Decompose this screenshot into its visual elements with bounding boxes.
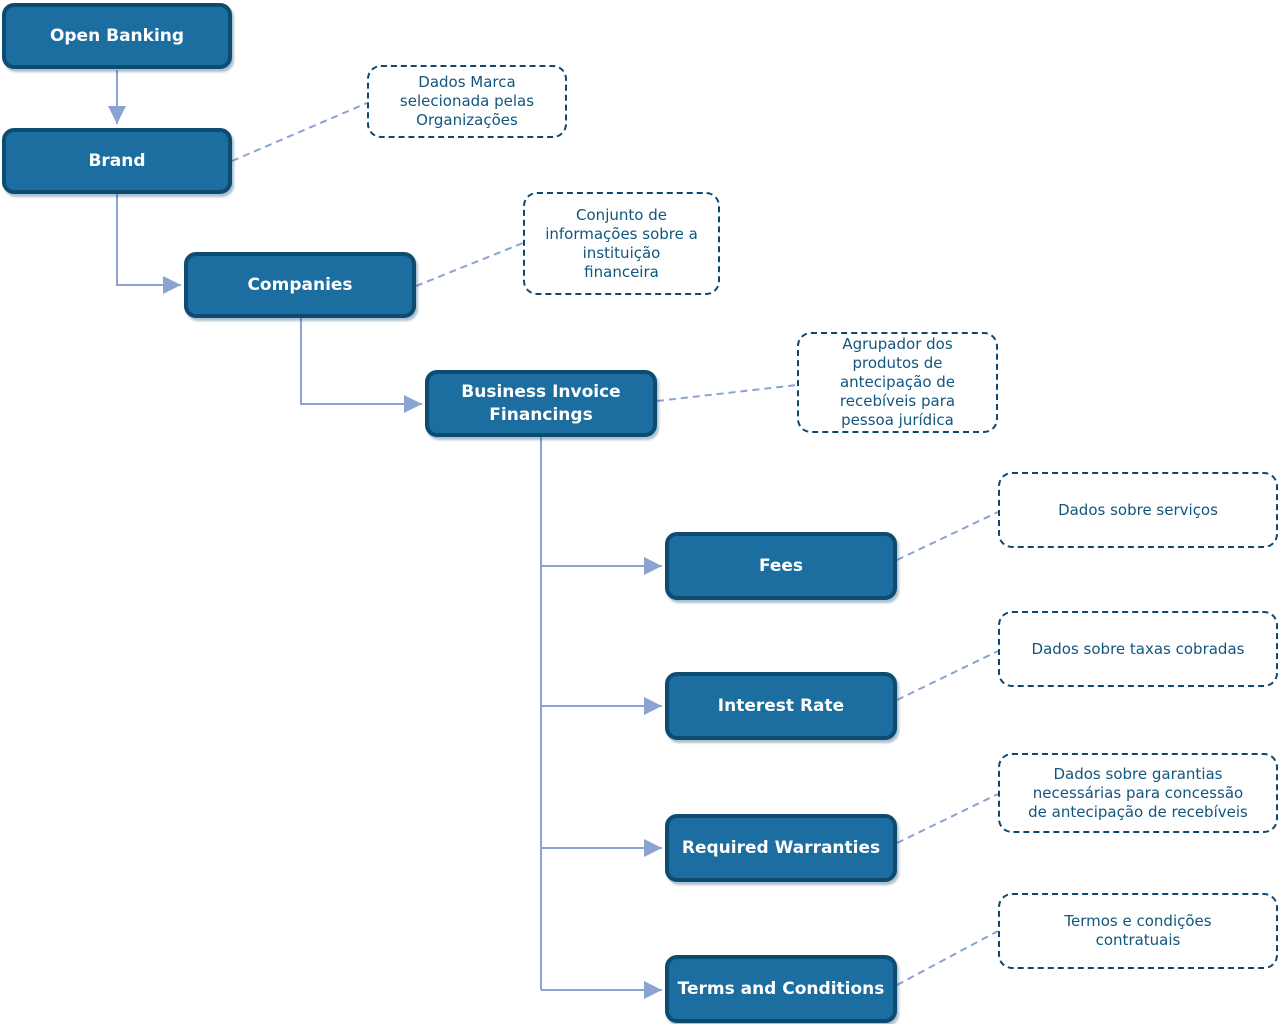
callout-link-terms-and-conditions (896, 930, 999, 986)
callout-link-interest-rate (896, 650, 999, 701)
callout-link-fees (896, 511, 999, 561)
callout-link-brand (231, 102, 368, 162)
callout-business-invoice-financings: Agrupador dos produtos de antecipação de… (797, 332, 998, 433)
node-terms-and-conditions: Terms and Conditions (665, 955, 897, 1023)
callout-interest-rate: Dados sobre taxas cobradas (998, 611, 1278, 687)
callout-required-warranties: Dados sobre garantias necessárias para c… (998, 753, 1278, 833)
callout-link-companies (415, 242, 524, 287)
edge-brand-companies (116, 194, 181, 294)
node-brand: Brand (2, 128, 232, 194)
node-companies: Companies (184, 252, 416, 318)
edge-companies-bif (300, 318, 422, 413)
callout-companies: Conjunto de informações sobre a institui… (523, 192, 720, 295)
callout-brand: Dados Marca selecionada pelas Organizaçõ… (367, 65, 567, 138)
node-open-banking: Open Banking (2, 3, 232, 69)
callout-link-required-warranties (896, 793, 999, 844)
callout-link-bif (656, 384, 798, 402)
node-business-invoice-financings: Business Invoice Financings (425, 370, 657, 437)
callout-terms-and-conditions: Termos e condições contratuais (998, 893, 1278, 969)
node-required-warranties: Required Warranties (665, 814, 897, 882)
callout-fees: Dados sobre serviços (998, 472, 1278, 548)
node-interest-rate: Interest Rate (665, 672, 897, 740)
node-fees: Fees (665, 532, 897, 600)
